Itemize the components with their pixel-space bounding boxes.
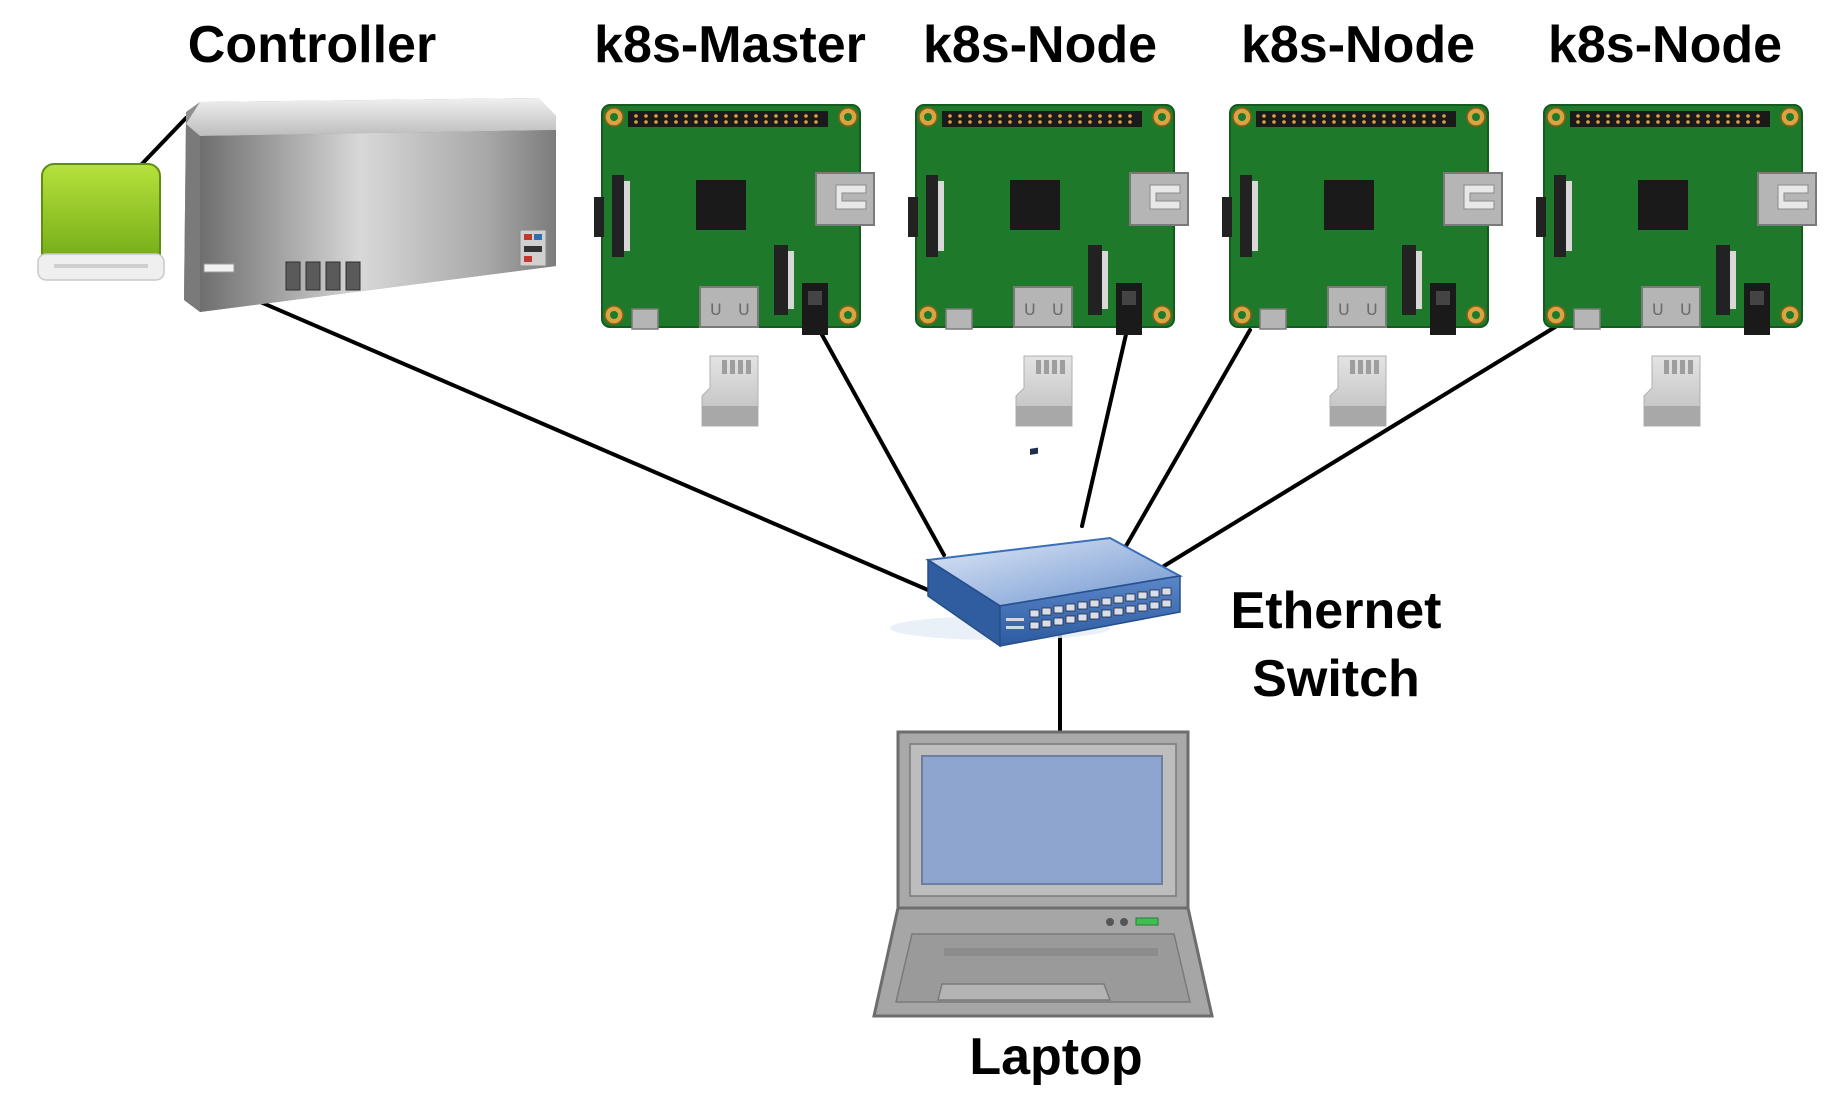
node-2-label: k8s-Node: [1241, 16, 1475, 74]
board-node-3: [1535, 104, 1817, 336]
board-node-2: [1221, 104, 1503, 336]
raspberry-pi-board-icon: [907, 104, 1189, 336]
micro-sd-card-icon: [701, 355, 759, 427]
cable-master-switch: [814, 322, 946, 557]
cable-drive-controller: [138, 116, 188, 168]
board-master: [593, 104, 875, 336]
master-label: k8s-Master: [594, 16, 866, 74]
micro-sd-card-icon: [1643, 355, 1701, 427]
micro-sd-card-icon: [1015, 355, 1073, 427]
network-cables: [138, 116, 1562, 734]
raspberry-pi-board-icon: [1535, 104, 1817, 336]
external-drive-icon: [37, 163, 165, 281]
switch-label-line1: Ethernet: [1231, 582, 1442, 640]
raspberry-pi-board-icon: [1221, 104, 1503, 336]
node-1-label: k8s-Node: [923, 16, 1157, 74]
controller-label: Controller: [188, 16, 436, 74]
raspberry-pi-board-icon: [593, 104, 875, 336]
laptop-label: Laptop: [969, 1028, 1142, 1086]
cable-controller-switch: [212, 280, 930, 592]
node-3-label: k8s-Node: [1548, 16, 1782, 74]
laptop-icon: [872, 730, 1214, 1018]
switch-label-line2: Switch: [1252, 650, 1420, 708]
cable-node2-switch: [1124, 328, 1252, 548]
cable-node3-switch: [1162, 322, 1562, 568]
micro-sd-card-icon: [1329, 355, 1387, 427]
ethernet-switch-icon: [890, 447, 1184, 648]
board-node-1: [907, 104, 1189, 336]
server-tower-icon: [184, 98, 556, 312]
cable-node1-switch: [1080, 328, 1129, 528]
